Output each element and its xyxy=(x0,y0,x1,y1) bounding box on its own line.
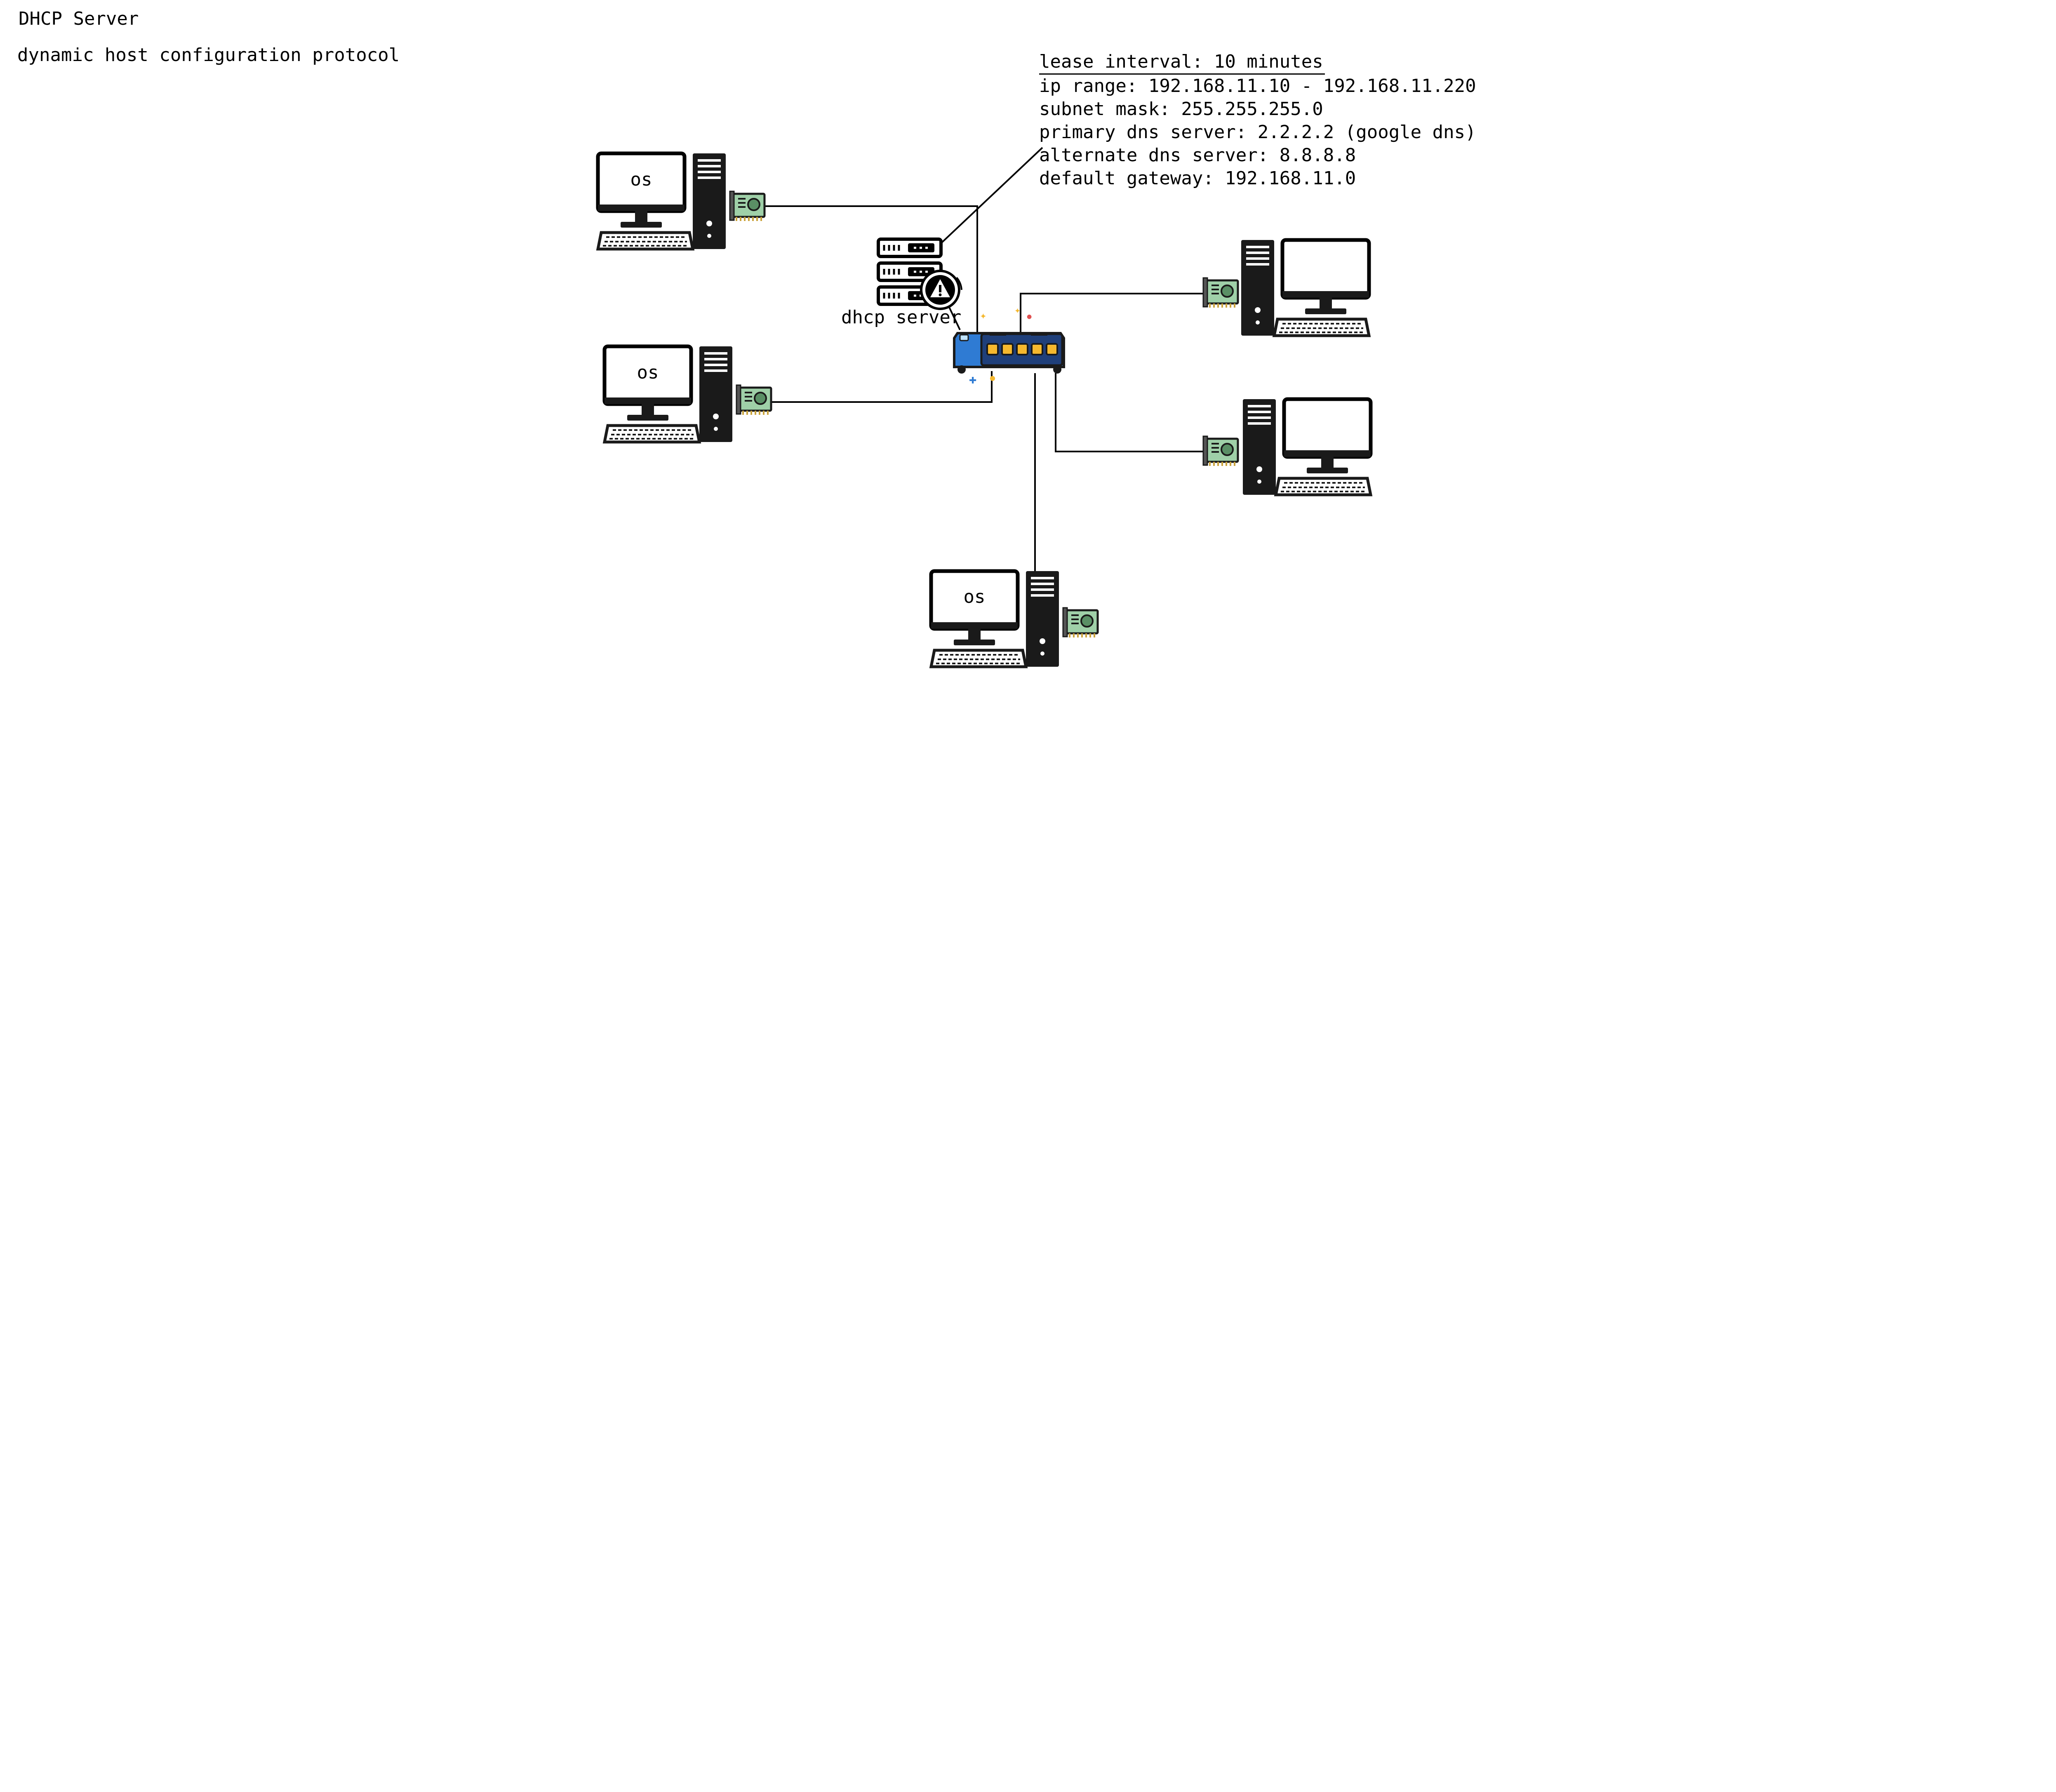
computer-5: os xyxy=(931,571,1098,667)
network-cables xyxy=(763,147,1210,573)
config-primary-dns: primary dns server: 2.2.2.2 (google dns) xyxy=(1039,122,1476,143)
config-alternate-dns: alternate dns server: 8.8.8.8 xyxy=(1039,145,1356,166)
computer-4 xyxy=(1203,399,1371,495)
screen-label: os xyxy=(637,362,659,383)
desktop-computer-icon xyxy=(931,571,1059,667)
screen-label: os xyxy=(630,169,652,190)
callout-leader-line xyxy=(940,147,1043,244)
computer-2: os xyxy=(605,346,771,442)
computer-1: os xyxy=(598,153,765,249)
dhcp-server-label: dhcp server xyxy=(841,307,961,328)
desktop-computer-icon xyxy=(598,153,726,249)
desktop-computer-icon xyxy=(605,346,732,442)
cable-pc1 xyxy=(763,205,978,332)
cable-pc2 xyxy=(771,371,993,403)
warning-icon xyxy=(920,270,962,310)
config-ip-range: ip range: 192.168.11.10 - 192.168.11.220 xyxy=(1039,75,1476,96)
dhcp-config-panel: lease interval: 10 minutes ip range: 192… xyxy=(1039,50,1476,190)
config-default-gateway: default gateway: 192.168.11.0 xyxy=(1039,168,1356,189)
config-subnet-mask: subnet mask: 255.255.255.0 xyxy=(1039,99,1323,120)
svg-text:●: ● xyxy=(1027,313,1032,320)
page-subtitle: dynamic host configuration protocol xyxy=(17,45,400,66)
desktop-computer-icon xyxy=(1241,240,1369,336)
lease-interval-label: lease interval: 10 minutes xyxy=(1039,50,1325,75)
cable-pc3 xyxy=(1020,293,1210,332)
network-switch-icon: ✦ ✦ ● ✚ ● xyxy=(953,307,1065,386)
svg-text:✚: ✚ xyxy=(969,376,976,386)
screen-label: os xyxy=(964,586,986,607)
network-card-icon xyxy=(730,191,765,221)
network-card-icon xyxy=(1203,436,1238,466)
desktop-computer-icon xyxy=(1243,399,1371,495)
cable-pc4 xyxy=(1055,373,1210,452)
network-card-icon xyxy=(1063,608,1098,637)
network-card-icon xyxy=(736,385,771,415)
svg-text:✦: ✦ xyxy=(1014,307,1021,315)
computer-3 xyxy=(1203,240,1369,336)
page-title: DHCP Server xyxy=(19,8,139,29)
network-card-icon xyxy=(1203,278,1238,308)
svg-text:✦: ✦ xyxy=(980,311,987,321)
svg-text:●: ● xyxy=(990,374,995,382)
